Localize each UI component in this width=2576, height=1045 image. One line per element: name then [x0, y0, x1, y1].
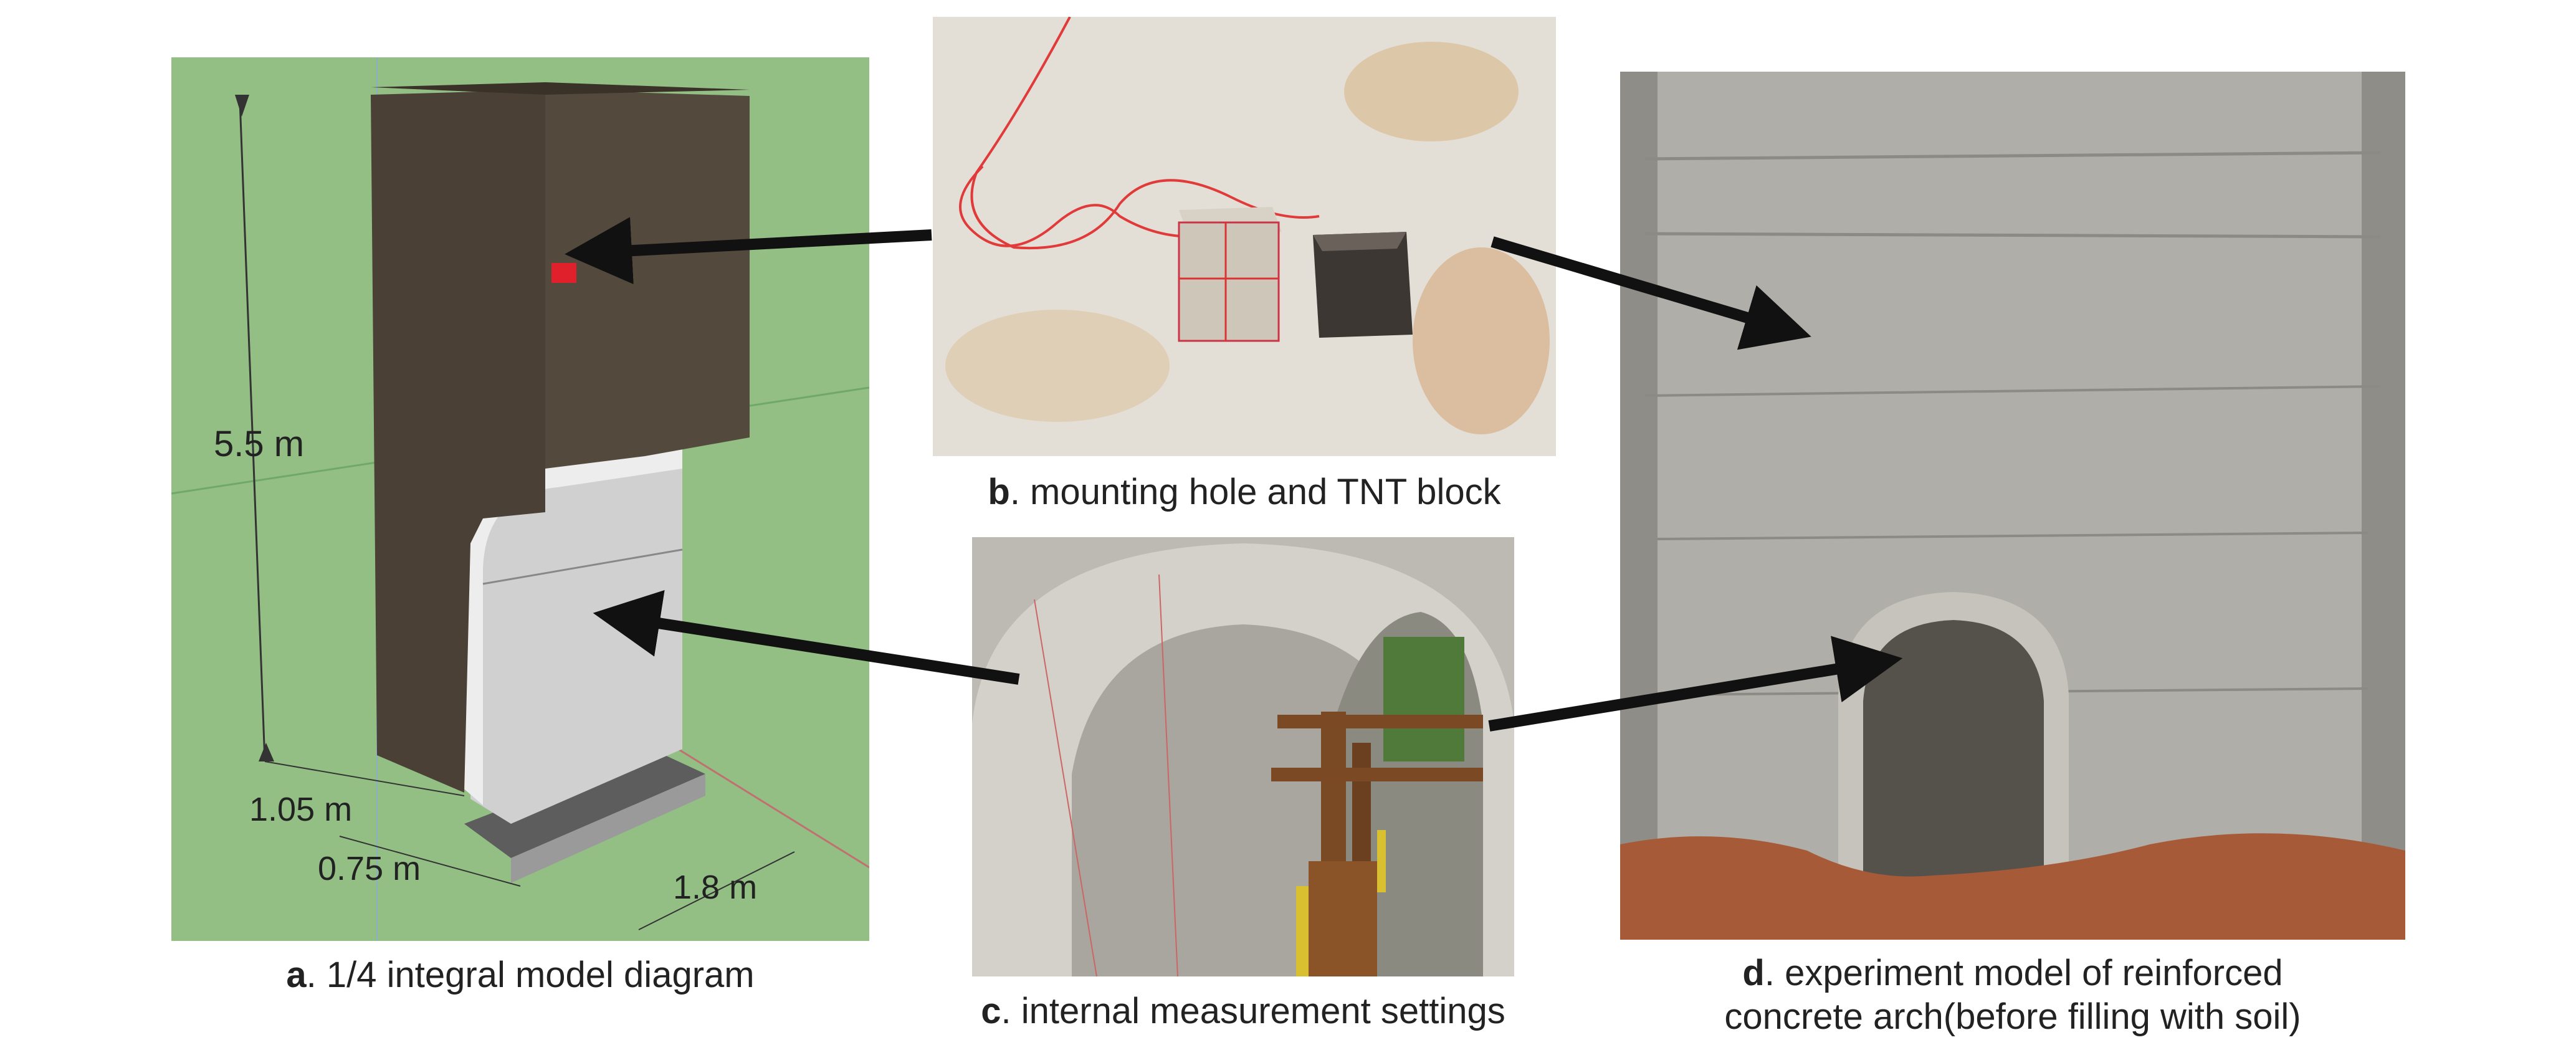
- caption-c: c. internal measurement settings: [972, 990, 1514, 1033]
- dimension-line-base: [638, 851, 795, 930]
- soil-stain: [1413, 247, 1550, 434]
- arch-model-photo: [1620, 72, 2405, 940]
- dimension-arrowhead: [235, 95, 249, 117]
- caption-d-line1: d. experiment model of reinforced: [1620, 952, 2405, 995]
- formwork-line: [1657, 532, 2368, 540]
- steel-base: [1309, 861, 1377, 976]
- arch-opening: [1863, 620, 2044, 940]
- caption-b-text: . mounting hole and TNT block: [1009, 472, 1501, 512]
- caption-c-letter: c: [981, 991, 1001, 1031]
- model-diagram-svg: 5.5 m 1.05 m 0.75 m 1.8 m: [171, 57, 869, 941]
- yellow-sensor: [1296, 886, 1309, 976]
- caption-d-line2: concrete arch(before filling with soil): [1724, 996, 2301, 1037]
- side-wall-right: [2362, 72, 2405, 940]
- detonator-wire: [959, 165, 1257, 247]
- gauge-line: [1034, 599, 1097, 976]
- gauge-line: [1158, 574, 1178, 976]
- panel-d-photo: [1620, 72, 2405, 940]
- tunnel-exit-foliage: [1383, 637, 1464, 761]
- tnt-block: [1178, 221, 1280, 342]
- panel-b-photo: [933, 17, 1556, 456]
- caption-c-text: . internal measurement settings: [1001, 991, 1505, 1031]
- soil-stain: [945, 310, 1170, 422]
- formwork-line: [1644, 151, 2381, 161]
- mounting-hole-photo: [933, 17, 1556, 456]
- tunnel-interior-photo: [972, 537, 1514, 976]
- dimension-label-d3: 1.8 m: [673, 869, 757, 906]
- steel-beam: [1277, 715, 1483, 728]
- panel-a-model-diagram: 5.5 m 1.05 m 0.75 m 1.8 m: [171, 57, 869, 941]
- dimension-label-height: 5.5 m: [214, 424, 304, 464]
- formwork-line: [1644, 385, 2381, 397]
- caption-b: b. mounting hole and TNT block: [933, 470, 1556, 514]
- mounting-hole: [1313, 232, 1413, 338]
- dimension-line-height: [239, 100, 266, 762]
- model-edge-line: [482, 548, 683, 585]
- model-base-front: [511, 774, 705, 883]
- caption-a-text: . 1/4 integral model diagram: [306, 955, 755, 995]
- mounting-hole-edge: [1313, 232, 1406, 251]
- formwork-line: [1644, 232, 2381, 239]
- model-light-wall: [470, 428, 682, 824]
- model-dark-front: [371, 90, 545, 793]
- caption-a-letter: a: [286, 955, 307, 995]
- caption-b-letter: b: [988, 472, 1010, 512]
- panel-c-photo: [972, 537, 1514, 976]
- dimension-label-d1: 1.05 m: [249, 791, 352, 828]
- detonator-wire: [970, 17, 1320, 250]
- caption-d: d. experiment model of reinforced concre…: [1620, 952, 2405, 1039]
- dimension-line-width: [339, 836, 521, 887]
- soil-mound: [1620, 833, 2405, 940]
- dimension-line-depth: [264, 761, 465, 796]
- caption-a: a. 1/4 integral model diagram: [171, 953, 869, 997]
- caption-d-letter: d: [1742, 953, 1765, 993]
- explosive-marker: [551, 263, 576, 283]
- model-base-top: [464, 750, 705, 858]
- steel-beam: [1271, 768, 1483, 781]
- caption-d-text1: . experiment model of reinforced: [1764, 953, 2283, 993]
- dimension-arrowhead: [259, 743, 274, 761]
- dimension-label-d2: 0.75 m: [318, 850, 421, 887]
- model-dark-side: [545, 90, 750, 469]
- model-dark-top: [371, 82, 750, 95]
- soil-stain: [1344, 42, 1519, 141]
- side-wall-left: [1620, 72, 1658, 940]
- yellow-sensor: [1377, 830, 1386, 892]
